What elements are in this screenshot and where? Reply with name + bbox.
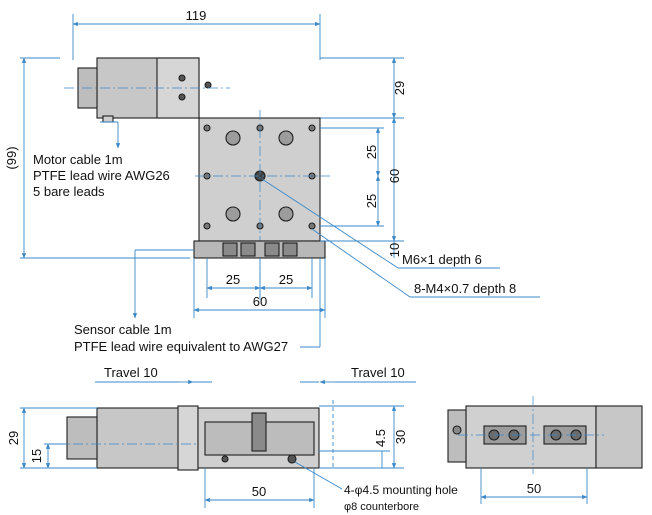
mounting-leader (294, 461, 343, 490)
side-end-cap (447, 409, 467, 463)
dim-overall-width: 119 (186, 8, 207, 23)
motor-cable-line-1: Motor cable 1m (33, 152, 123, 167)
callout-tapped-holes: 8-M4×0.7 depth 8 (414, 281, 516, 296)
side-motor-body (595, 405, 643, 469)
motor-cable-exit (102, 115, 114, 123)
leader-center-hole (261, 178, 399, 269)
tap-1 (203, 124, 211, 132)
motor-cable-line-3: 5 bare leads (33, 184, 105, 199)
dim-base-width: 60 (253, 294, 267, 309)
motor-screw-1 (178, 74, 186, 82)
base-block-4 (282, 242, 298, 257)
side-screw (452, 425, 462, 435)
front-view: Travel 10 Travel 10 29 15 4.5 (6, 365, 458, 513)
base-block-2 (240, 242, 256, 257)
dim-overall-height: (99) (4, 146, 19, 169)
callout-center-hole: M6×1 depth 6 (402, 252, 482, 267)
table-hole-tr (278, 130, 294, 146)
travel-right-label: Travel 10 (351, 365, 405, 380)
table-hole-bl (225, 206, 241, 222)
table-hole-tl (225, 130, 241, 146)
dim-pitch-upper: 25 (364, 145, 379, 159)
dim-shaft: 15 (29, 449, 44, 463)
counterbore-label: φ8 counterbore (344, 501, 419, 513)
tap-3 (308, 124, 316, 132)
dim-motor-height: 29 (392, 81, 407, 95)
sensor-cable-line-1: Sensor cable 1m (74, 322, 172, 337)
dim-front-mount-pitch: 50 (252, 484, 266, 499)
front-mount-hole-2 (287, 454, 297, 464)
travel-left-label: Travel 10 (104, 365, 158, 380)
side-view: 50 (447, 396, 643, 504)
dim-table: 60 (387, 169, 402, 183)
dim-side-mount-pitch: 50 (527, 481, 541, 496)
dim-pitch-lower: 25 (364, 194, 379, 208)
base-block-3 (264, 242, 280, 257)
motor-cable-line-2: PTFE lead wire AWG26 (33, 168, 170, 183)
base-block-1 (222, 242, 238, 257)
base-strip (193, 240, 326, 259)
dim-hole-pitch-right: 25 (279, 272, 293, 287)
front-stage-nut (251, 412, 267, 452)
tap-8 (308, 222, 316, 230)
tap-6 (203, 222, 211, 230)
motor-screw-3 (204, 81, 212, 89)
dim-front-height: 29 (6, 431, 21, 445)
leader-tapped-holes (311, 228, 411, 298)
motor-screw-2 (178, 93, 186, 101)
mounting-hole-label: 4-φ4.5 mounting hole (344, 483, 458, 497)
dim-block: 30 (393, 430, 408, 444)
dim-hole-pitch-left: 25 (226, 272, 240, 287)
dim-bottom: 10 (387, 243, 402, 257)
table-hole-br (278, 206, 294, 222)
sensor-cable-line-2: PTFE lead wire equivalent to AWG27 (74, 339, 288, 354)
front-mount-hole-1 (221, 455, 229, 463)
front-motor-flange (177, 405, 199, 471)
front-motor-connector (66, 416, 98, 460)
top-view: 119 (99) 29 (4, 8, 540, 354)
dim-offset: 4.5 (373, 429, 388, 447)
